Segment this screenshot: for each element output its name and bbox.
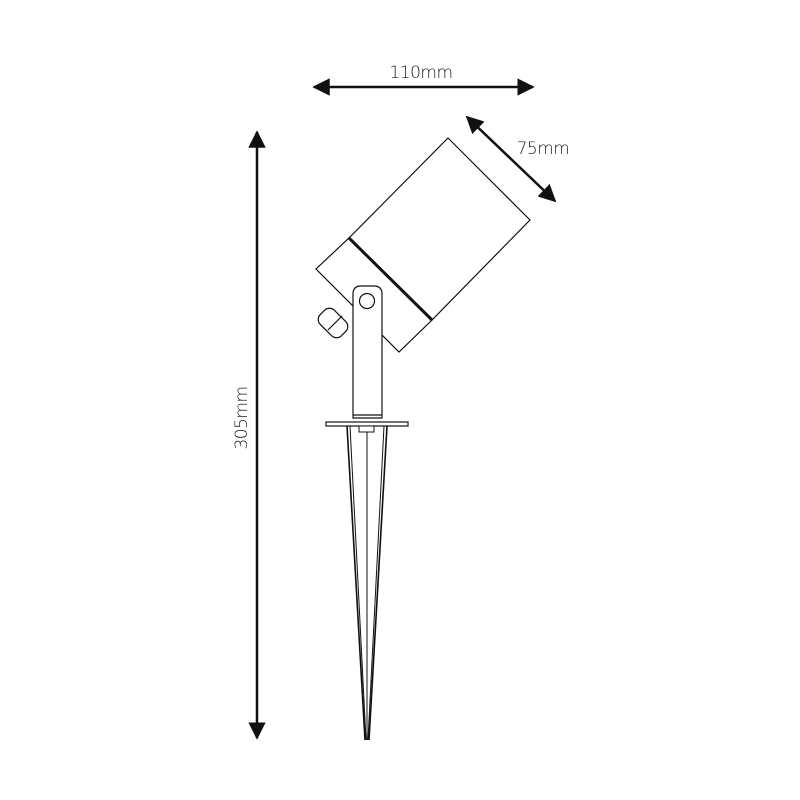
diameter-arrow — [465, 115, 557, 203]
ground-plate — [325, 421, 409, 427]
width-dimension: 110mm — [312, 63, 535, 96]
diameter-label: 75mm — [517, 139, 570, 159]
mount-bracket — [352, 285, 383, 419]
lamp-head — [315, 137, 531, 353]
adjust-knob — [317, 307, 349, 339]
height-dimension: 305mm — [232, 130, 266, 740]
pivot-bolt — [358, 292, 376, 310]
height-label: 305mm — [232, 386, 252, 449]
ground-spike — [346, 425, 388, 741]
lamp-seam — [347, 236, 434, 322]
width-label: 110mm — [389, 63, 452, 83]
plate-collar — [358, 425, 375, 433]
diameter-dimension: 75mm — [465, 115, 570, 203]
